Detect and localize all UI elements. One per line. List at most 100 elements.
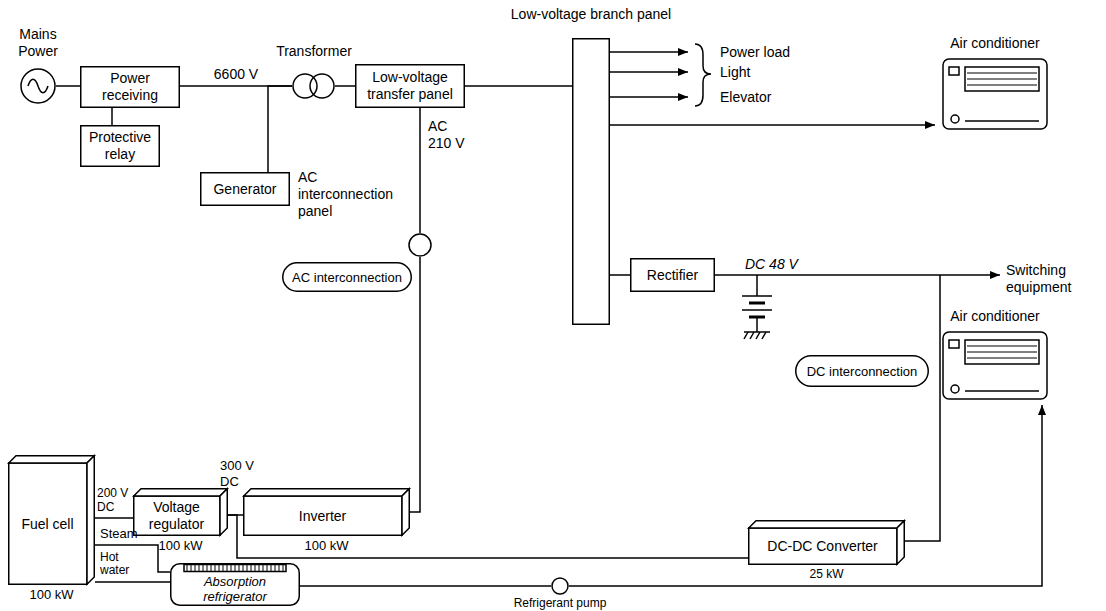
grille-stroke: [195, 565, 196, 571]
process-box: Low-voltage transfer panel: [355, 64, 465, 108]
connector: [419, 108, 421, 233]
text-area: Generator: [200, 172, 290, 206]
battery-lead: [756, 317, 758, 332]
air-conditioner-unit: Air conditioner: [935, 308, 1055, 405]
text-area: Power receiving: [80, 66, 180, 108]
annotation-label: Steam: [100, 526, 138, 542]
text-area: Protective relay: [80, 125, 160, 167]
node-label: Rectifier: [634, 267, 711, 284]
grille-stroke: [267, 565, 268, 571]
rating-label: 25 kW: [748, 567, 905, 581]
grille-stroke: [259, 565, 260, 571]
shape-outline: [20, 68, 56, 104]
node-heading: Low-voltage branch panel: [496, 6, 686, 23]
interconnection-oval: AC interconnection: [282, 262, 412, 292]
outline-stroke: [9, 463, 87, 584]
unit-body: [943, 332, 1047, 399]
rating-label: 100 kW: [133, 538, 228, 554]
louver-slat: [967, 79, 1037, 80]
outline-stroke: [9, 456, 95, 463]
connector: [410, 257, 420, 512]
node-label: Power receiving: [84, 70, 176, 104]
outline-stroke: [244, 489, 410, 496]
equipment-box: Voltage regulator100 kW: [133, 488, 228, 536]
outline-stroke: [897, 521, 904, 565]
text-area: Inverter: [243, 496, 402, 536]
node-label: AC interconnection: [286, 270, 408, 285]
transformer-symbol: Transformer: [292, 73, 335, 99]
dc-link-line: [905, 275, 940, 541]
process-box: Rectifier: [630, 258, 715, 292]
text-area: AC interconnection: [282, 262, 412, 292]
interconnection-node: AC interconnection panel: [408, 233, 432, 257]
outline-stroke: [87, 456, 94, 585]
grille-stroke: [227, 565, 228, 571]
grille-stroke: [243, 565, 244, 571]
outline-stroke: [134, 489, 228, 496]
battery-plate: [742, 295, 772, 297]
equipment-box: DC-DC Converter25 kW: [748, 520, 905, 565]
power-source: Mains Power: [20, 68, 56, 104]
shape-outline: [292, 73, 335, 99]
outline-stroke: [201, 173, 290, 206]
grille-stroke: [187, 565, 188, 571]
grille-stroke: [191, 565, 192, 571]
grille-stroke: [279, 565, 280, 571]
battery-plate: [749, 302, 765, 305]
load-arrow: [610, 71, 688, 73]
node-label: Absorption refrigerator: [174, 574, 296, 604]
louver: [965, 67, 1039, 91]
outline-stroke: [573, 39, 610, 325]
process-box: Power receiving: [80, 66, 180, 108]
node-label: DC interconnection: [799, 364, 925, 379]
sine-symbol: [28, 79, 48, 93]
vent-slot: [965, 390, 1039, 392]
outline-stroke: [310, 74, 334, 98]
node-label: Inverter: [247, 508, 398, 525]
control-knob: [951, 115, 959, 123]
grille-stroke: [223, 565, 224, 571]
grille-stroke: [211, 565, 212, 571]
outline-stroke: [171, 564, 300, 606]
annotation-label: Hot water: [100, 551, 146, 577]
pump-symbol: Refrigerant pump: [551, 577, 569, 595]
load-arrow: [610, 96, 688, 98]
node-label: Voltage regulator: [137, 499, 216, 533]
annotation-label: Switching equipment: [1006, 262, 1098, 296]
node-label: Low-voltage transfer panel: [359, 69, 461, 103]
ground-hatch: [744, 332, 766, 339]
process-box: Generator: [200, 172, 290, 206]
louver-slat: [967, 352, 1037, 353]
connector: [95, 581, 170, 583]
text-area: DC interconnection: [795, 355, 929, 387]
annotation-label: AC 210 V: [428, 118, 472, 152]
outline-stroke: [81, 67, 180, 108]
connector: [569, 405, 1042, 586]
grille-stroke: [283, 565, 284, 571]
annotation-label: 200 V DC: [97, 486, 131, 515]
branch-panel: Low-voltage branch panel: [572, 38, 610, 325]
outline-stroke: [631, 259, 715, 292]
annotation-label: Power load: [720, 44, 790, 61]
air-conditioner-unit: Air conditioner: [935, 35, 1055, 135]
grille-stroke: [203, 565, 204, 571]
grille-stroke: [255, 565, 256, 571]
node-heading: Air conditioner: [935, 308, 1055, 325]
vent-slot: [965, 120, 1039, 122]
outline-stroke: [749, 521, 905, 528]
grille-stroke: [199, 565, 200, 571]
outline-stroke: [749, 528, 897, 564]
connector: [610, 124, 935, 126]
grille-stroke: [215, 565, 216, 571]
interconnection-oval: DC interconnection: [795, 355, 929, 387]
grille-stroke: [275, 565, 276, 571]
node-label: Generator: [204, 181, 286, 198]
louver-slat: [967, 73, 1037, 74]
brace: [695, 44, 711, 106]
grille-stroke: [231, 565, 232, 571]
outline-stroke: [283, 263, 412, 292]
grille-stroke: [239, 565, 240, 571]
node-heading: AC interconnection panel: [298, 169, 402, 219]
text-area: Rectifier: [630, 258, 715, 292]
control-panel: [949, 67, 959, 75]
